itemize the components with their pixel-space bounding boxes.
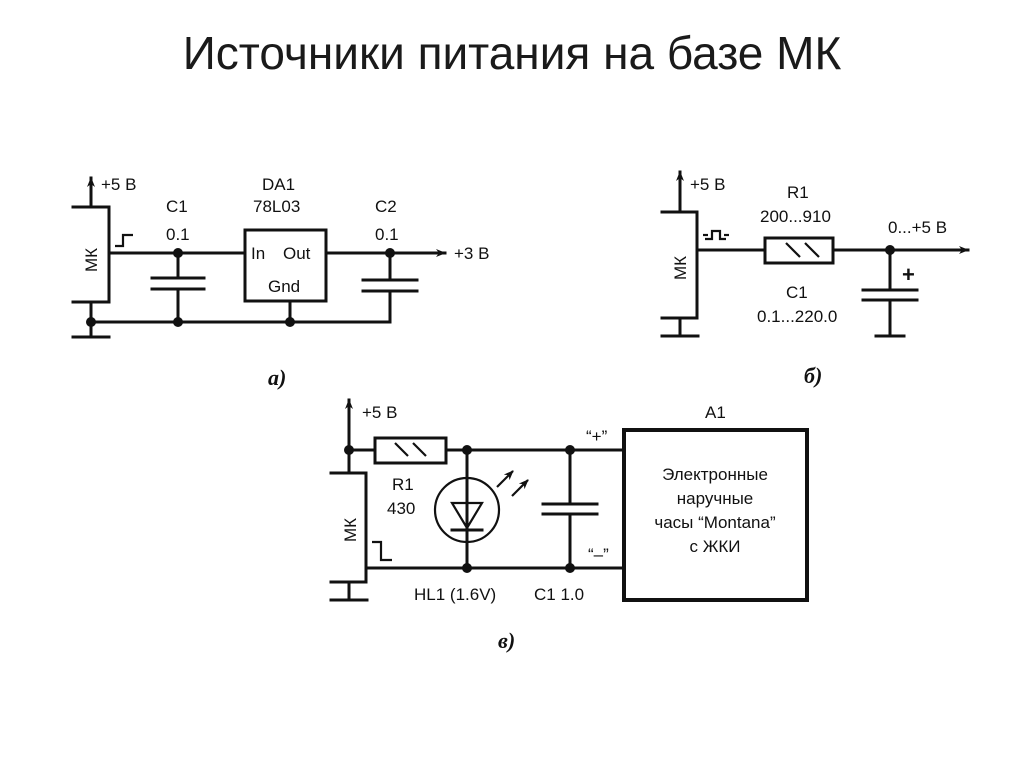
mk-label-a: МК — [82, 248, 101, 272]
mk-label-c: МК — [341, 518, 360, 542]
c1-value-b: 0.1...220.0 — [757, 307, 837, 326]
supply-label-a: +5 В — [101, 175, 136, 194]
c1-value-a: 0.1 — [166, 225, 190, 244]
led-hl1 — [433, 448, 529, 570]
mk-label-b: МК — [671, 256, 690, 280]
hl1-label: HL1 (1.6V) — [414, 585, 496, 604]
caption-a: а) — [268, 365, 286, 390]
a1-name: A1 — [705, 403, 726, 422]
a1-line-3: часы “Montana” — [654, 513, 776, 532]
ground-symbol-b — [660, 316, 700, 338]
c1-label-c: C1 1.0 — [534, 585, 584, 604]
capacitor-c1-c — [541, 448, 599, 570]
watch-module-a1: Электронные наручные часы “Montana” с ЖК… — [622, 428, 809, 602]
supply-label-c: +5 В — [362, 403, 397, 422]
da1-part: 78L03 — [253, 197, 300, 216]
a1-line-1: Электронные — [662, 465, 768, 484]
pin-gnd-label: Gnd — [268, 277, 300, 296]
output-label-a: +3 В — [454, 244, 489, 263]
mk-block-a: МК — [71, 205, 111, 304]
c2-name: C2 — [375, 197, 397, 216]
junction — [285, 317, 295, 327]
r1-value-c: 430 — [387, 499, 415, 518]
r1-name-c: R1 — [392, 475, 414, 494]
diagram-a: МК +5 В C1 0.1 In Out Gnd DA1 78L03 — [71, 175, 489, 390]
plus-terminal-label: “+” — [586, 427, 608, 446]
r1-value-b: 200...910 — [760, 207, 831, 226]
c2-value: 0.1 — [375, 225, 399, 244]
junction — [462, 563, 472, 573]
pin-out-label: Out — [283, 244, 311, 263]
junction — [173, 317, 183, 327]
diagram-b: МК +5 В R1 200...910 0...+5 В + C1 0.1.. — [660, 170, 970, 388]
da1-name: DA1 — [262, 175, 295, 194]
minus-terminal-label: “–” — [588, 545, 609, 564]
capacitor-c2-a — [361, 251, 419, 324]
pin-in-label: In — [251, 244, 265, 263]
pwm-signal-icon — [703, 229, 729, 241]
polarity-plus-b: + — [902, 262, 915, 287]
caption-b: б) — [804, 363, 822, 388]
step-down-signal-icon — [372, 540, 392, 562]
r1-name-b: R1 — [787, 183, 809, 202]
c1-name-b: C1 — [786, 283, 808, 302]
caption-c: в) — [498, 628, 515, 653]
ground-symbol-a — [71, 300, 111, 339]
resistor-r1-b — [763, 236, 835, 265]
a1-line-2: наручные — [677, 489, 754, 508]
a1-line-4: с ЖКИ — [689, 537, 740, 556]
c1-name-a: C1 — [166, 197, 188, 216]
capacitor-c1-b — [861, 248, 919, 338]
ground-symbol-c — [329, 580, 369, 602]
mk-block-b: МК — [660, 210, 699, 320]
supply-label-b: +5 В — [690, 175, 725, 194]
diagram-c: +5 В МК R1 430 — [329, 398, 809, 653]
capacitor-c1-a — [150, 251, 206, 324]
regulator-da1: In Out Gnd — [243, 228, 328, 303]
step-signal-icon — [115, 233, 133, 248]
mk-block-c: МК — [329, 471, 368, 584]
slide-title: Источники питания на базе МК — [182, 27, 842, 79]
resistor-r1-c — [373, 436, 448, 465]
junction — [565, 563, 575, 573]
output-label-b: 0...+5 В — [888, 218, 947, 237]
